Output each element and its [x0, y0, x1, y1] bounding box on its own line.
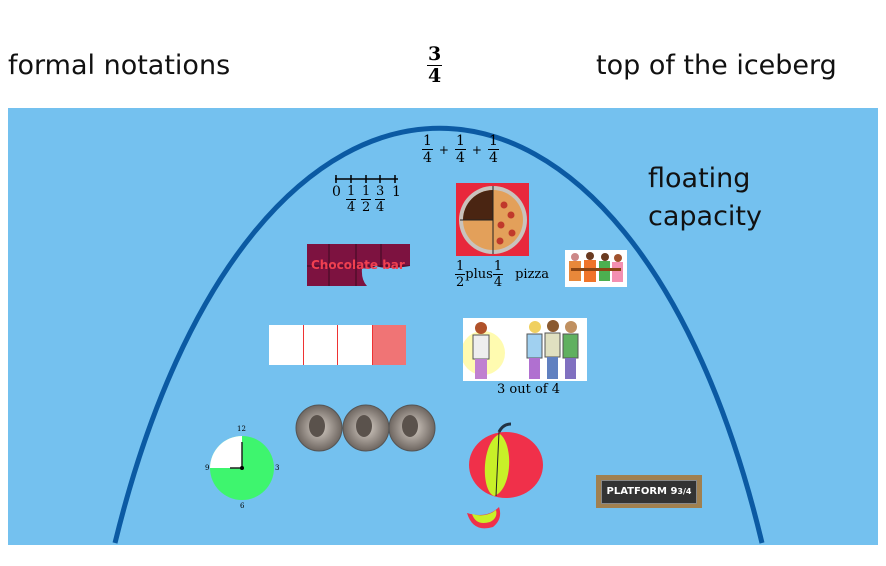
platform-sign: PLATFORM 93/4 — [596, 475, 702, 508]
three-quarters-coins — [295, 404, 445, 452]
strip-part — [338, 325, 373, 365]
fraction-strip — [269, 325, 406, 365]
floating-label: floating — [648, 163, 751, 194]
capacity-label: capacity — [648, 201, 762, 232]
formal-notations-label: formal notations — [8, 50, 231, 81]
strip-part — [303, 325, 338, 365]
chocolate-text: Chocolate bar — [311, 258, 405, 272]
pizza-image — [456, 183, 529, 256]
chocolate-bar-image: Chocolate bar — [307, 244, 410, 286]
kids-with-pizza-image — [565, 250, 627, 287]
top-of-iceberg-label: top of the iceberg — [596, 50, 837, 81]
water-region — [8, 108, 878, 545]
strip-part-shaded — [372, 325, 406, 365]
apple-image — [462, 420, 552, 535]
clock-image: 12 3 6 9 — [205, 425, 280, 510]
platform-fraction: 3/4 — [677, 487, 692, 496]
floating-capacity-label: floating capacity — [648, 160, 762, 236]
people-caption: 3 out of 4 — [497, 382, 561, 397]
strip-part — [269, 325, 304, 365]
platform-text: PLATFORM 9 — [606, 486, 678, 497]
four-people-image — [461, 318, 587, 381]
